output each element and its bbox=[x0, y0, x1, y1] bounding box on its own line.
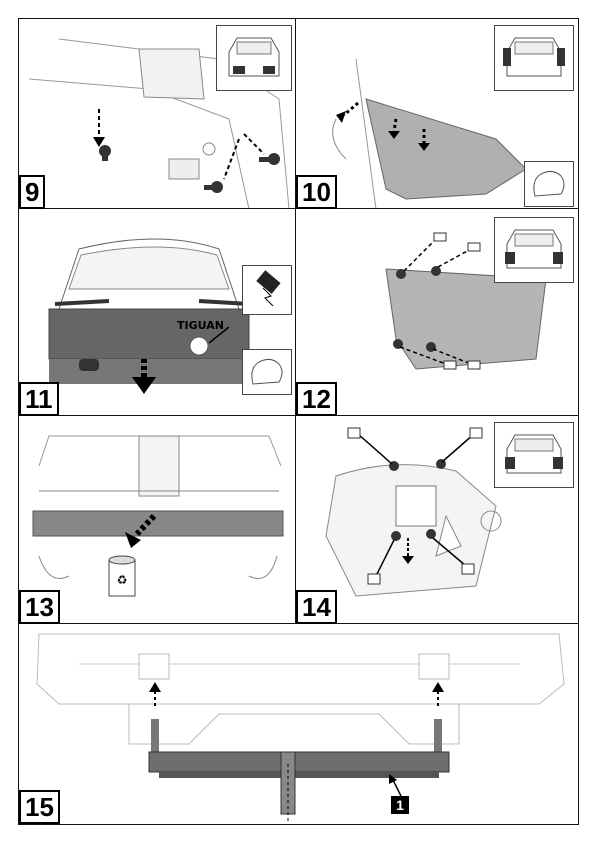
undertray-removal-illustration bbox=[332, 58, 527, 209]
bracket-bolts-illustration bbox=[385, 232, 547, 370]
vehicle-rear-illustration bbox=[48, 238, 250, 394]
panel-step-11: TIGUAN 11 bbox=[18, 208, 297, 417]
step-number: 12 bbox=[296, 382, 337, 416]
step-number: 13 bbox=[19, 590, 60, 624]
bumper-screws-illustration bbox=[28, 38, 290, 209]
car-rear-icon bbox=[494, 217, 574, 283]
gloved-hand-icon bbox=[242, 349, 292, 395]
panel-step-15: 1 15 bbox=[18, 623, 579, 825]
car-rear-icon bbox=[216, 25, 292, 91]
part-number-label: 1 bbox=[391, 796, 409, 814]
recycle-bin-icon: ♻ bbox=[105, 554, 139, 598]
panel-step-10: 10 bbox=[295, 18, 579, 210]
step-number: 10 bbox=[296, 175, 337, 209]
tiguan-badge-label: TIGUAN bbox=[177, 319, 224, 332]
towbar-installation-illustration bbox=[36, 633, 565, 822]
bracket-nuts-illustration bbox=[325, 427, 502, 597]
unplug-connector-icon bbox=[242, 265, 292, 315]
step-number: 15 bbox=[19, 790, 60, 824]
car-rear-icon bbox=[494, 25, 574, 91]
panel-step-13: ♻ 13 bbox=[18, 415, 297, 625]
panel-step-12: 12 bbox=[295, 208, 579, 417]
gloved-hand-icon bbox=[524, 161, 574, 207]
step-number: 11 bbox=[19, 382, 59, 416]
step-number: 9 bbox=[19, 175, 46, 209]
panel-step-9: 9 bbox=[18, 18, 297, 210]
car-rear-icon bbox=[494, 422, 574, 488]
step-number: 14 bbox=[296, 590, 337, 624]
bumper-beam-removal-illustration bbox=[32, 435, 284, 579]
panel-step-14: 14 bbox=[295, 415, 579, 625]
svg-text:♻: ♻ bbox=[117, 573, 128, 587]
